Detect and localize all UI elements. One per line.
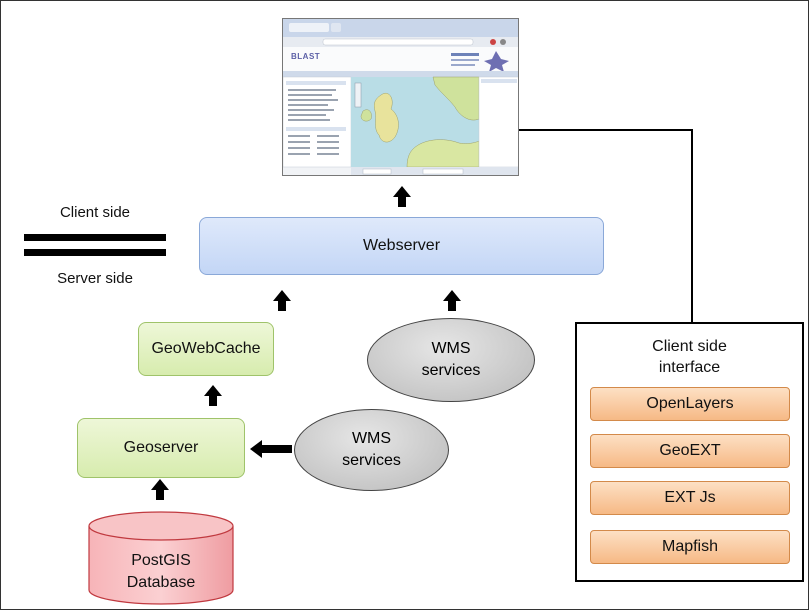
separator-line-bottom xyxy=(24,249,166,256)
client-item-label: OpenLayers xyxy=(646,395,734,412)
client-item-label: EXT Js xyxy=(664,489,716,506)
database-icon xyxy=(88,511,234,605)
client-interface-title-line1: Client side xyxy=(652,338,727,355)
webserver-box: Webserver xyxy=(199,217,604,275)
webserver-label: Webserver xyxy=(362,237,441,254)
postgis-label: PostGIS Database xyxy=(89,550,233,594)
geoserver-box: Geoserver xyxy=(77,418,245,478)
wms-services-ellipse: WMS services xyxy=(367,318,535,402)
server-side-label: Server side xyxy=(57,270,133,287)
client-item-label: Mapfish xyxy=(661,538,719,555)
geowebcache-label: GeoWebCache xyxy=(151,340,261,357)
client-item-extjs: EXT Js xyxy=(590,481,790,515)
connector-line xyxy=(519,129,693,322)
wms-line1: WMS xyxy=(351,430,392,447)
client-item-openlayers: OpenLayers xyxy=(590,387,790,421)
arrow-up-icon xyxy=(204,385,222,406)
client-item-mapfish: Mapfish xyxy=(590,530,790,564)
geoserver-label: Geoserver xyxy=(123,439,199,456)
client-screenshot: BLAST xyxy=(282,18,519,176)
postgis-line1: PostGIS xyxy=(131,552,191,569)
arrow-up-icon xyxy=(443,290,461,311)
wms-line2: services xyxy=(421,362,481,379)
wms-services-ellipse: WMS services xyxy=(294,409,449,491)
arrow-up-icon xyxy=(273,290,291,311)
arrow-up-icon xyxy=(151,479,169,500)
arrow-up-icon xyxy=(393,186,411,207)
wms-line1: WMS xyxy=(431,340,471,357)
arrow-left-icon xyxy=(250,440,292,458)
screenshot-logo: BLAST xyxy=(291,52,321,61)
separator-line-top xyxy=(24,234,166,241)
client-item-geoext: GeoEXT xyxy=(590,434,790,468)
wms-line2: services xyxy=(342,452,401,469)
screenshot-illustration xyxy=(283,19,518,175)
client-item-label: GeoEXT xyxy=(659,442,721,459)
client-side-label: Client side xyxy=(59,204,131,221)
geowebcache-box: GeoWebCache xyxy=(138,322,274,376)
postgis-line2: Database xyxy=(126,574,196,591)
client-interface-title: Client side interface xyxy=(577,336,802,378)
client-interface-title-line2: interface xyxy=(658,359,721,376)
